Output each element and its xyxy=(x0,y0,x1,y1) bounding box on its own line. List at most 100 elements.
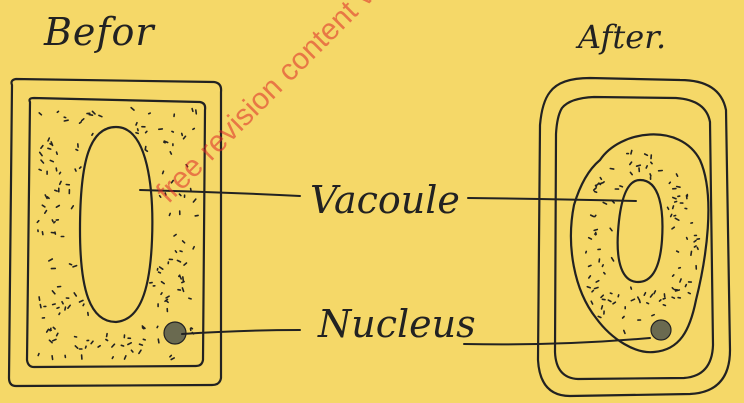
cytoplasm-dot xyxy=(98,346,100,347)
cytoplasm-dot xyxy=(587,287,590,288)
cytoplasm-dot xyxy=(610,169,613,170)
cytoplasm-dot xyxy=(166,296,169,298)
after-vacuole xyxy=(618,180,663,282)
cytoplasm-dot xyxy=(610,228,612,231)
cytoplasm-dot xyxy=(608,300,611,301)
cytoplasm-dot xyxy=(72,206,74,209)
cytoplasm-dot xyxy=(171,358,174,360)
cytoplasm-dot xyxy=(595,192,597,193)
cytoplasm-dot xyxy=(602,265,603,267)
cytoplasm-dot xyxy=(80,167,81,168)
after-nucleus xyxy=(651,320,671,340)
cytoplasm-dot xyxy=(145,147,146,150)
cytoplasm-dot xyxy=(49,340,52,343)
vacuole-leader-right xyxy=(468,198,636,201)
cytoplasm-dot xyxy=(86,346,87,348)
cytoplasm-dot xyxy=(40,305,41,308)
cytoplasm-dot xyxy=(673,275,674,276)
cytoplasm-dot xyxy=(182,133,183,135)
after-title: After. xyxy=(578,18,666,56)
cytoplasm-dot xyxy=(591,301,592,304)
cytoplasm-dot xyxy=(37,221,39,223)
cytoplasm-dot xyxy=(80,122,82,123)
cytoplasm-dot xyxy=(40,152,42,155)
cytoplasm-dot xyxy=(650,174,651,176)
cytoplasm-dot xyxy=(673,198,676,199)
cytoplasm-dot xyxy=(600,183,602,184)
cytoplasm-dot xyxy=(131,108,134,111)
cytoplasm-dot xyxy=(82,119,84,121)
before-cell xyxy=(9,79,221,386)
before-title: Befor xyxy=(44,10,155,54)
cytoplasm-dot xyxy=(182,288,183,292)
cytoplasm-dot xyxy=(184,136,186,139)
cytoplasm-dot xyxy=(694,246,696,247)
cytoplasm-dot xyxy=(180,276,181,279)
cytoplasm-dot xyxy=(41,146,43,149)
cytoplasm-dot xyxy=(601,295,603,297)
cytoplasm-dot xyxy=(48,148,51,149)
cytoplasm-dot xyxy=(623,317,625,319)
cytoplasm-dot xyxy=(647,303,649,304)
cytoplasm-dot xyxy=(74,293,76,296)
cytoplasm-dot xyxy=(182,282,184,283)
cytoplasm-dot xyxy=(624,330,625,333)
cytoplasm-dot xyxy=(694,241,696,242)
cytoplasm-dot xyxy=(121,345,123,346)
cytoplasm-dot xyxy=(157,326,158,327)
cytoplasm-dot xyxy=(195,215,198,216)
cytoplasm-dot xyxy=(56,168,57,171)
cytoplasm-dot xyxy=(174,235,176,237)
cytoplasm-dot xyxy=(143,339,145,340)
cytoplasm-dot xyxy=(49,259,53,261)
cytoplasm-dot xyxy=(610,293,612,294)
cytoplasm-dot xyxy=(136,123,137,125)
cytoplasm-dot xyxy=(193,129,194,130)
cytoplasm-dot xyxy=(192,109,193,112)
cytoplasm-dot xyxy=(671,214,672,216)
cytoplasm-dot xyxy=(595,288,599,289)
cytoplasm-dot xyxy=(169,213,170,215)
cytoplasm-dot xyxy=(675,218,679,220)
cytoplasm-dot xyxy=(179,275,180,276)
cytoplasm-dot xyxy=(39,113,41,115)
cytoplasm-dot xyxy=(620,186,623,187)
cytoplasm-dot xyxy=(48,138,49,141)
cytoplasm-dot xyxy=(183,277,184,281)
cytoplasm-dot xyxy=(184,263,187,265)
cytoplasm-dot xyxy=(688,293,690,294)
cytoplasm-dot xyxy=(53,339,56,340)
cytoplasm-dot xyxy=(651,294,653,297)
cytoplasm-dot xyxy=(170,355,171,356)
cytoplasm-dot xyxy=(60,172,61,173)
cytoplasm-dot xyxy=(654,291,655,294)
cytoplasm-dot xyxy=(644,293,645,296)
cytoplasm-dot xyxy=(42,205,45,207)
cytoplasm-dot xyxy=(76,150,78,151)
cytoplasm-dot xyxy=(196,110,197,114)
cytoplasm-dot xyxy=(45,211,47,214)
cytoplasm-dot xyxy=(55,190,57,191)
cytoplasm-dot xyxy=(112,357,113,359)
cytoplasm-dot xyxy=(39,169,41,170)
cytoplasm-dot xyxy=(697,248,698,250)
after-cell xyxy=(538,78,730,396)
cytoplasm-dot xyxy=(160,267,163,269)
cytoplasm-dot xyxy=(637,165,641,166)
cytoplasm-dot xyxy=(592,290,593,291)
cytoplasm-dot xyxy=(162,282,165,284)
cytoplasm-dot xyxy=(193,247,194,249)
cytoplasm-dot xyxy=(586,251,587,253)
cytoplasm-dot xyxy=(594,188,596,190)
cytoplasm-dot xyxy=(669,182,670,183)
cytoplasm-dot xyxy=(92,134,93,136)
cytoplasm-dot xyxy=(631,299,634,301)
cytoplasm-dot xyxy=(687,238,688,240)
cytoplasm-dot xyxy=(663,298,665,299)
cytoplasm-dot xyxy=(149,113,151,114)
cytoplasm-dot xyxy=(589,238,592,239)
cytoplasm-dot xyxy=(691,251,692,255)
cytoplasm-dot xyxy=(591,215,594,216)
cytoplasm-dot xyxy=(594,230,597,231)
